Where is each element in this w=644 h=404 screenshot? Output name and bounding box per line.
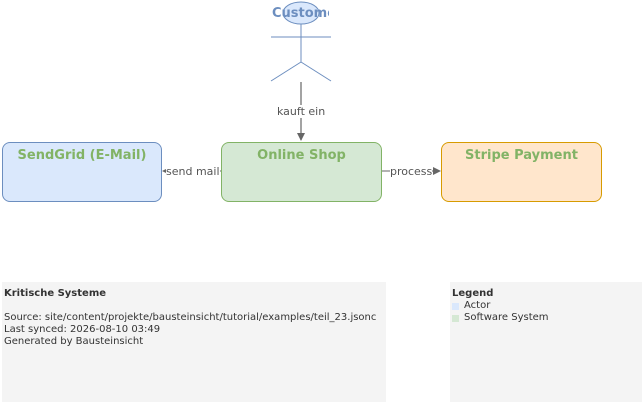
system-box-online-shop-label: Online Shop: [257, 148, 346, 163]
info-panel-synced: Last synced: 2026-08-10 03:49: [4, 324, 161, 335]
edge-label-kauft-ein: kauft ein: [277, 105, 326, 118]
legend-item-actor-label: Actor: [464, 300, 491, 311]
legend-swatch-actor: [452, 302, 459, 310]
system-box-online-shop[interactable]: Online Shop: [221, 142, 382, 202]
legend-item-software-system-label: Software System: [464, 312, 549, 323]
system-box-sendgrid[interactable]: SendGrid (E-Mail): [2, 142, 162, 202]
actor-right-leg: [300, 61, 332, 82]
actor-stick-figure[interactable]: [270, 1, 332, 82]
actor-label: Customer: [272, 6, 329, 21]
edge-label-send-mail: send mail: [166, 165, 220, 178]
legend-swatch-software-system: [452, 314, 459, 322]
system-box-sendgrid-label: SendGrid (E-Mail): [17, 148, 147, 163]
legend-item-software-system: Software System: [452, 312, 640, 324]
legend-panel: Legend Actor Software System: [450, 282, 642, 402]
system-box-stripe[interactable]: Stripe Payment: [441, 142, 602, 202]
info-panel: Kritische Systeme Source: site/content/p…: [2, 282, 386, 402]
legend-item-actor: Actor: [452, 300, 640, 312]
actor-left-leg: [270, 61, 302, 82]
edge-label-process: process: [390, 165, 433, 178]
info-panel-source: Source: site/content/projekte/bausteinsi…: [4, 312, 377, 323]
info-panel-title: Kritische Systeme: [4, 288, 107, 299]
system-box-stripe-label: Stripe Payment: [465, 148, 578, 163]
legend-title: Legend: [452, 288, 494, 299]
info-panel-generated: Generated by Bausteinsicht: [4, 336, 144, 347]
